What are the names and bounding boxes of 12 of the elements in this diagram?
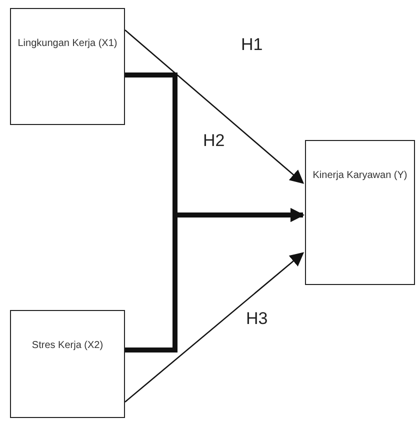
arrow bbox=[124, 252, 304, 402]
variable-box bbox=[305, 140, 415, 285]
arrow bbox=[124, 30, 304, 184]
edge-label: H1 bbox=[240, 36, 264, 53]
variable-box bbox=[10, 8, 125, 125]
variable-box bbox=[10, 310, 125, 418]
arrow bbox=[125, 208, 304, 352]
variable-label: Lingkungan Kerja (X1) bbox=[18, 37, 118, 51]
variable-label: Kinerja Karyawan (Y) bbox=[312, 169, 408, 183]
edge-label: H2 bbox=[202, 132, 226, 149]
edge-label: H3 bbox=[245, 310, 269, 327]
variable-label: Stres Kerja (X2) bbox=[32, 339, 104, 353]
